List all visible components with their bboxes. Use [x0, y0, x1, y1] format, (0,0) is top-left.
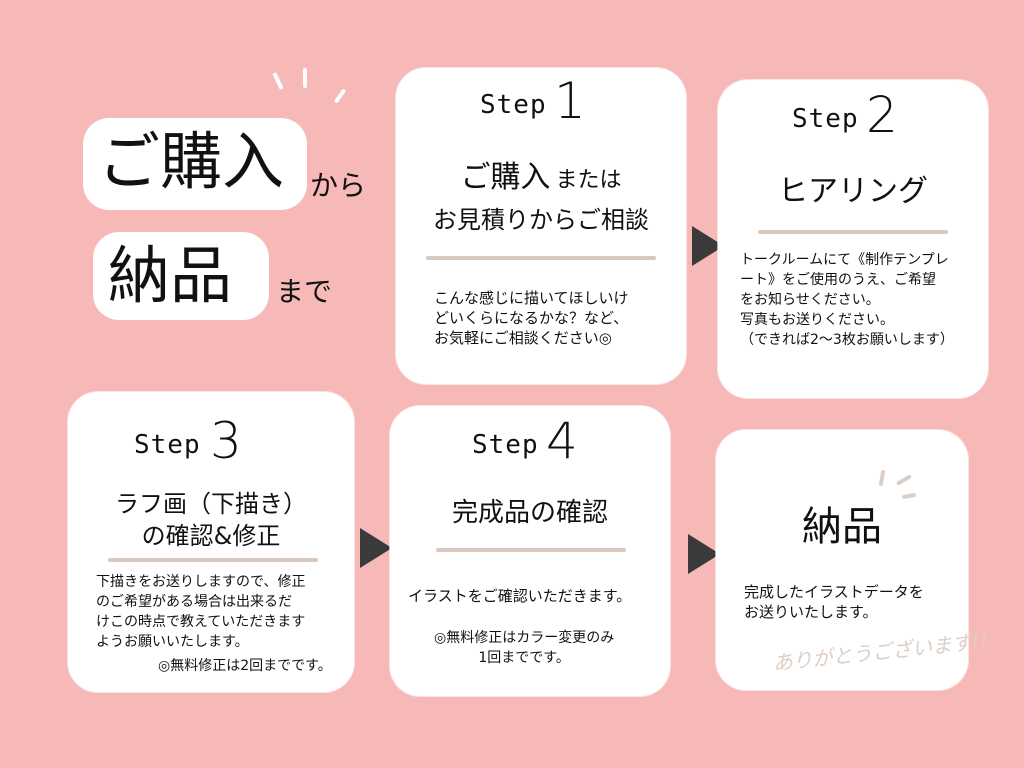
- delivery-sparkle-1: [878, 469, 886, 487]
- arrow-step4-to-delivery: [688, 534, 720, 574]
- step3-number: 3: [210, 412, 242, 470]
- step1-card: Step 1 ご購入 または お見積りからご相談 こんな感じに描いてほしいけ ど…: [396, 68, 686, 384]
- step1-title-big: ご購入: [460, 160, 551, 195]
- step4-card: Step 4 完成品の確認 イラストをご確認いただきます。 ◎無料修正はカラー変…: [390, 406, 670, 696]
- step3-card: Step 3 ラフ画（下描き） の確認&修正 下描きをお送りしますので、修正 の…: [68, 392, 354, 692]
- step4-number: 4: [546, 412, 578, 470]
- step1-title-line1: ご購入 または: [396, 152, 686, 196]
- step1-label: Step: [480, 90, 547, 120]
- delivery-sparkle-2: [896, 474, 912, 486]
- step4-body: イラストをご確認いただきます。: [408, 587, 632, 605]
- step3-divider: [108, 558, 318, 562]
- headline-line2-small: まで: [276, 275, 333, 308]
- thanks-handwriting: ありがとうございます!!: [771, 628, 989, 676]
- step1-title-small: または: [555, 168, 622, 193]
- sparkle-mark-1: [272, 71, 284, 91]
- headline-line2-bg: [93, 232, 269, 320]
- step1-divider: [426, 256, 656, 260]
- step1-body: こんな感じに描いてほしいけ どいくらになるかな？など、 お気軽にご相談ください◎: [434, 289, 629, 347]
- step4-divider: [436, 548, 626, 552]
- step4-title: 完成品の確認: [451, 498, 608, 528]
- step3-title-line1: ラフ画（下描き）: [115, 490, 307, 518]
- step2-title: ヒアリング: [778, 174, 928, 209]
- step3-body: 下描きをお送りしますので、修正 のご希望がある場合は出来るだ けこの時点で教えて…: [96, 574, 306, 650]
- arrow-step3-to-step4: [360, 528, 392, 568]
- step2-body: トークルームにて《制作テンプレ ート》をご使用のうえ、ご希望 をお知らせください…: [740, 252, 954, 348]
- sparkle-mark-3: [333, 88, 347, 104]
- headline-line1-bg: [83, 118, 307, 210]
- headline-line1-small: から: [310, 169, 367, 202]
- step4-label: Step: [472, 430, 539, 460]
- step2-number: 2: [866, 86, 898, 144]
- step2-label: Step: [792, 104, 859, 134]
- step2-card: Step 2 ヒアリング トークルームにて《制作テンプレ ート》をご使用のうえ、…: [718, 80, 988, 398]
- headline-line1-big: ご購入: [98, 125, 285, 198]
- step1-number: 1: [554, 72, 586, 130]
- delivery-title: 納品: [802, 504, 882, 550]
- delivery-body: 完成したイラストデータを お送りいたします。: [744, 583, 924, 621]
- step2-divider: [758, 230, 948, 234]
- sparkle-mark-2: [303, 68, 307, 88]
- headline-line2-big: 納品: [108, 239, 233, 312]
- step3-title-line2: の確認&修正: [141, 522, 281, 550]
- step1-title-line2: お見積りからご相談: [433, 206, 649, 234]
- step4-note: ◎無料修正はカラー変更のみ 1回までです。: [434, 630, 615, 666]
- step3-label: Step: [134, 430, 201, 460]
- delivery-card: 納品 完成したイラストデータを お送りいたします。 ありがとうございます!!: [716, 430, 989, 690]
- step3-note: ◎無料修正は2回までです。: [158, 658, 332, 674]
